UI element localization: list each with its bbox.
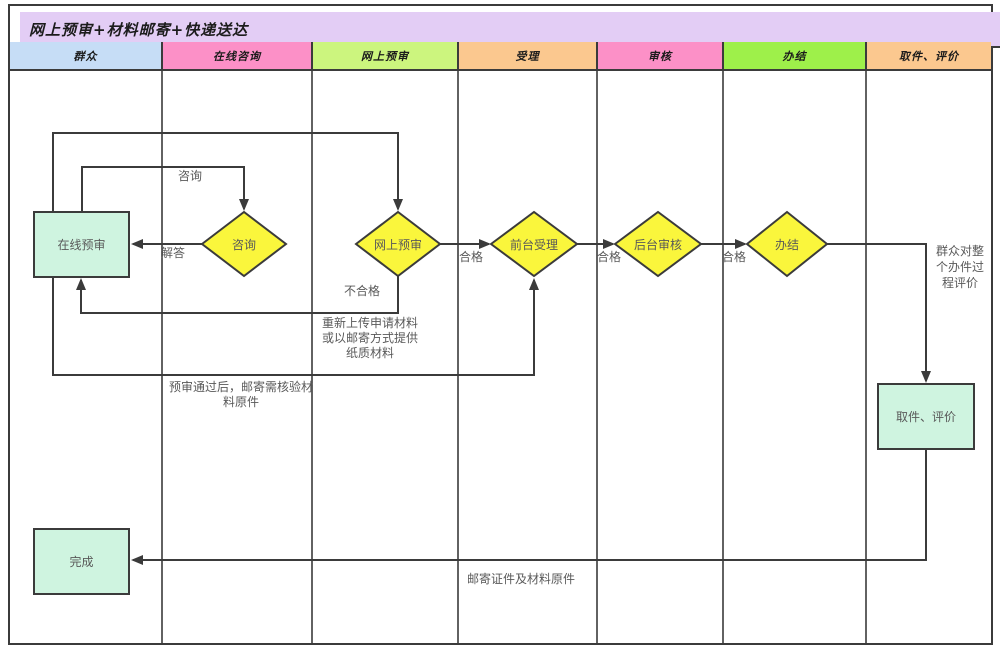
lane-header-audit: 审核: [598, 42, 724, 71]
edge-label-pass-1: 合格: [459, 250, 484, 264]
edge-label-pass-2: 合格: [597, 250, 622, 264]
lane-header-conclude: 办结: [724, 42, 867, 71]
edge-label-preapproved: 预审通过后，邮寄需核验材 料原件: [168, 380, 313, 409]
lane-divider-lines: [161, 71, 867, 643]
decision-conclude: [745, 210, 829, 278]
lane-header-online-consult: 在线咨询: [163, 42, 313, 71]
lane-header-label: 办结: [782, 49, 807, 63]
edge-label-fail: 不合格: [344, 284, 381, 298]
node-online-preapproval: 在线预审: [33, 211, 130, 278]
decision-consult: [200, 210, 288, 278]
lane-header-pickup: 取件、评价: [867, 42, 991, 71]
lane-header-public: 群众: [10, 42, 163, 71]
edge-label-pass-3: 合格: [722, 250, 747, 264]
edge-preapproved-to-frontdesk: [52, 278, 539, 376]
lane-header-online-review: 网上预审: [313, 42, 459, 71]
lane-header-accept: 受理: [459, 42, 598, 71]
edge-label-evaluate: 群众对整 个办件过 程评价: [935, 244, 984, 290]
lane-header-label: 取件、评价: [899, 49, 959, 63]
edge-label-answer: 解答: [161, 246, 186, 260]
edge-conclude-to-pickup: [827, 243, 931, 383]
lane-header-label: 网上预审: [361, 49, 409, 63]
edge-review-fail-return: [76, 276, 399, 314]
edge-preapproval-to-online-review: [52, 132, 403, 211]
decision-front-desk: [489, 210, 579, 278]
edge-preapproval-to-consult: [81, 166, 249, 211]
edge-label-consult: 咨询: [178, 169, 203, 183]
node-finish: 完成: [33, 528, 130, 595]
node-pickup-evaluate: 取件、评价: [877, 383, 975, 450]
edge-label-reupload: 重新上传申请材料 或以邮寄方式提供 纸质材料: [321, 316, 418, 360]
decision-online-review: [354, 210, 442, 278]
lane-header-label: 群众: [73, 49, 98, 63]
lane-header-label: 审核: [648, 49, 672, 63]
decision-backend-review: [613, 210, 703, 278]
lane-header-label: 受理: [515, 49, 540, 63]
lane-header-label: 在线咨询: [213, 49, 261, 63]
edge-label-mail: 邮寄证件及材料原件: [467, 572, 576, 586]
diagram-title: 网上预审+材料邮寄+快递送达: [29, 20, 249, 39]
edge-pickup-to-finish: [131, 450, 927, 565]
